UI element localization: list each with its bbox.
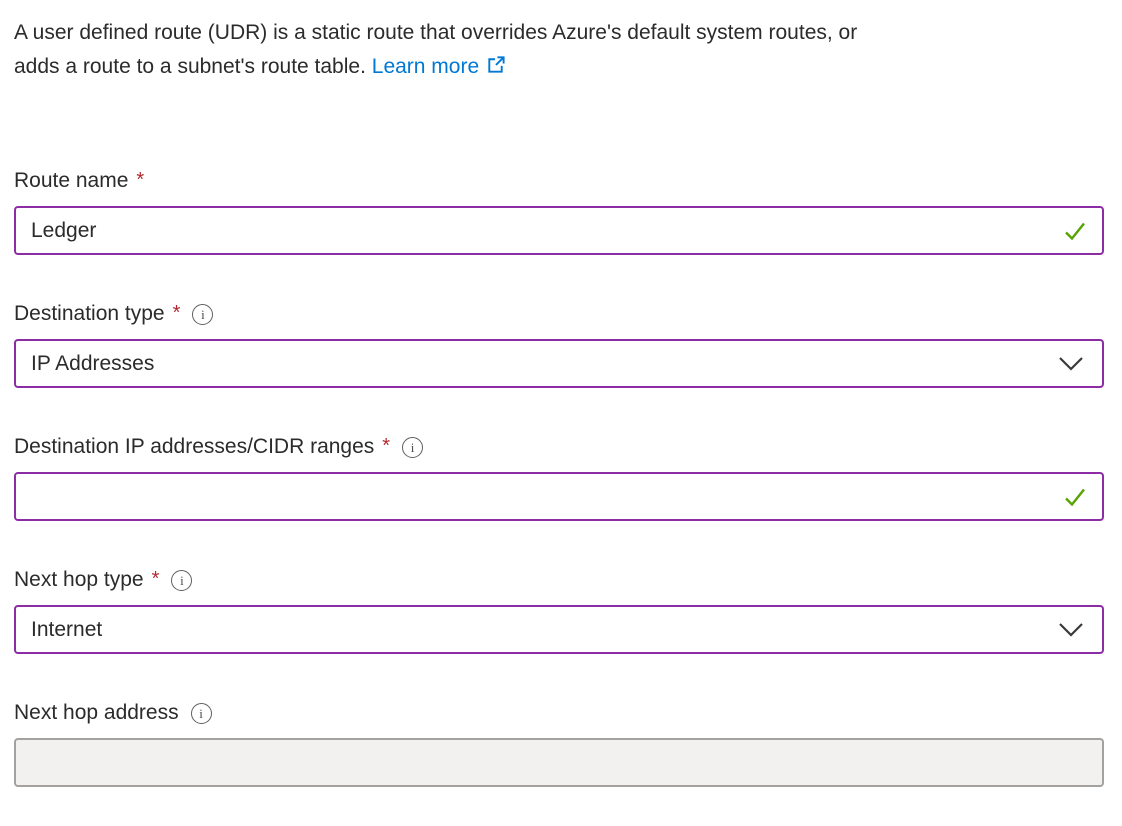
udr-description-line1: A user defined route (UDR) is a static r… xyxy=(14,21,858,44)
field-route-name: Route name * xyxy=(14,168,1104,255)
required-asterisk: * xyxy=(382,434,391,457)
route-name-input-wrap xyxy=(14,206,1104,255)
info-icon[interactable]: i xyxy=(192,303,214,325)
route-name-input[interactable] xyxy=(14,206,1104,255)
destination-ip-label-row: Destination IP addresses/CIDR ranges * i xyxy=(14,434,1104,460)
external-link-icon xyxy=(488,56,505,73)
next-hop-type-label: Next hop type xyxy=(14,568,144,591)
route-form: Route name * Destination type * i IP Add… xyxy=(14,168,1104,787)
destination-type-dropdown[interactable]: IP Addresses xyxy=(14,339,1104,388)
next-hop-address-label: Next hop address xyxy=(14,701,179,724)
destination-ip-input[interactable] xyxy=(14,472,1104,521)
route-name-label: Route name xyxy=(14,169,129,192)
learn-more-link[interactable]: Learn more xyxy=(372,55,506,78)
field-next-hop-address: Next hop address i xyxy=(14,700,1104,787)
udr-description: A user defined route (UDR) is a static r… xyxy=(14,16,1104,84)
info-icon[interactable]: i xyxy=(402,436,424,458)
next-hop-type-value: Internet xyxy=(31,617,103,641)
chevron-down-icon xyxy=(1059,357,1083,371)
info-icon[interactable]: i xyxy=(171,569,193,591)
add-route-pane: A user defined route (UDR) is a static r… xyxy=(14,16,1104,787)
destination-type-label: Destination type xyxy=(14,302,165,325)
next-hop-type-label-row: Next hop type * i xyxy=(14,567,1104,593)
required-asterisk: * xyxy=(172,301,181,324)
field-next-hop-type: Next hop type * i Internet xyxy=(14,567,1104,654)
destination-ip-label: Destination IP addresses/CIDR ranges xyxy=(14,435,375,458)
destination-ip-input-wrap xyxy=(14,472,1104,521)
learn-more-label: Learn more xyxy=(371,55,480,78)
destination-type-label-row: Destination type * i xyxy=(14,301,1104,327)
udr-description-line2: adds a route to a subnet's route table. xyxy=(14,55,366,78)
destination-type-value: IP Addresses xyxy=(31,351,155,375)
next-hop-type-dropdown[interactable]: Internet xyxy=(14,605,1104,654)
next-hop-address-input-wrap xyxy=(14,738,1104,787)
required-asterisk: * xyxy=(136,168,145,191)
next-hop-address-label-row: Next hop address i xyxy=(14,700,1104,726)
field-destination-type: Destination type * i IP Addresses xyxy=(14,301,1104,388)
chevron-down-icon xyxy=(1059,623,1083,637)
info-icon[interactable]: i xyxy=(190,702,212,724)
field-destination-ip: Destination IP addresses/CIDR ranges * i xyxy=(14,434,1104,521)
next-hop-address-input xyxy=(14,738,1104,787)
required-asterisk: * xyxy=(151,567,160,590)
route-name-label-row: Route name * xyxy=(14,168,1104,194)
